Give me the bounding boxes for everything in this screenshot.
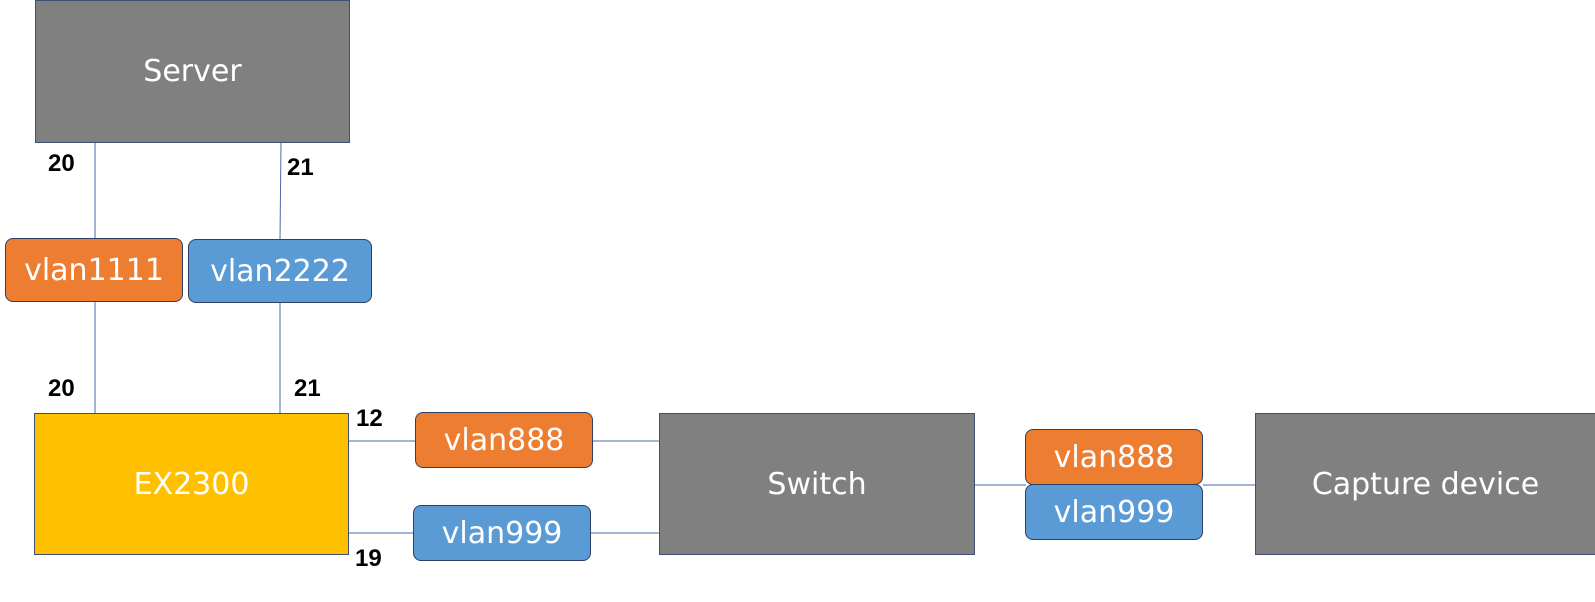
- vlan888-right-tag[interactable]: vlan888: [1025, 429, 1203, 485]
- vlan2222-label: vlan2222: [210, 253, 350, 289]
- port-ex-upper: 12: [356, 405, 383, 432]
- switch-device[interactable]: Switch: [659, 413, 975, 555]
- server-label: Server: [143, 54, 242, 89]
- vlan2222-tag[interactable]: vlan2222: [188, 239, 372, 303]
- link-server-21-vlan2222: [279, 142, 282, 241]
- vlan1111-label: vlan1111: [24, 252, 164, 288]
- vlan999-left-tag[interactable]: vlan999: [413, 505, 591, 561]
- switch-label: Switch: [767, 466, 867, 502]
- port-ex-lower: 19: [355, 545, 382, 572]
- vlan1111-tag[interactable]: vlan1111: [5, 238, 183, 302]
- vlan999-right-label: vlan999: [1053, 494, 1175, 530]
- ex2300-label: EX2300: [133, 466, 250, 502]
- port-ex-right: 21: [294, 375, 321, 402]
- vlan888-left-tag[interactable]: vlan888: [415, 412, 593, 468]
- port-server-right: 21: [287, 154, 314, 181]
- port-server-left: 20: [48, 150, 75, 177]
- vlan888-left-label: vlan888: [443, 422, 565, 458]
- vlan999-right-tag[interactable]: vlan999: [1025, 484, 1203, 540]
- vlan999-left-label: vlan999: [441, 515, 563, 551]
- vlan888-right-label: vlan888: [1053, 439, 1175, 475]
- server-device[interactable]: Server: [35, 0, 350, 143]
- capture-device-label: Capture device: [1311, 466, 1540, 502]
- ex2300-device[interactable]: EX2300: [34, 413, 349, 555]
- capture-device[interactable]: Capture device: [1255, 413, 1595, 555]
- port-ex-left: 20: [48, 375, 75, 402]
